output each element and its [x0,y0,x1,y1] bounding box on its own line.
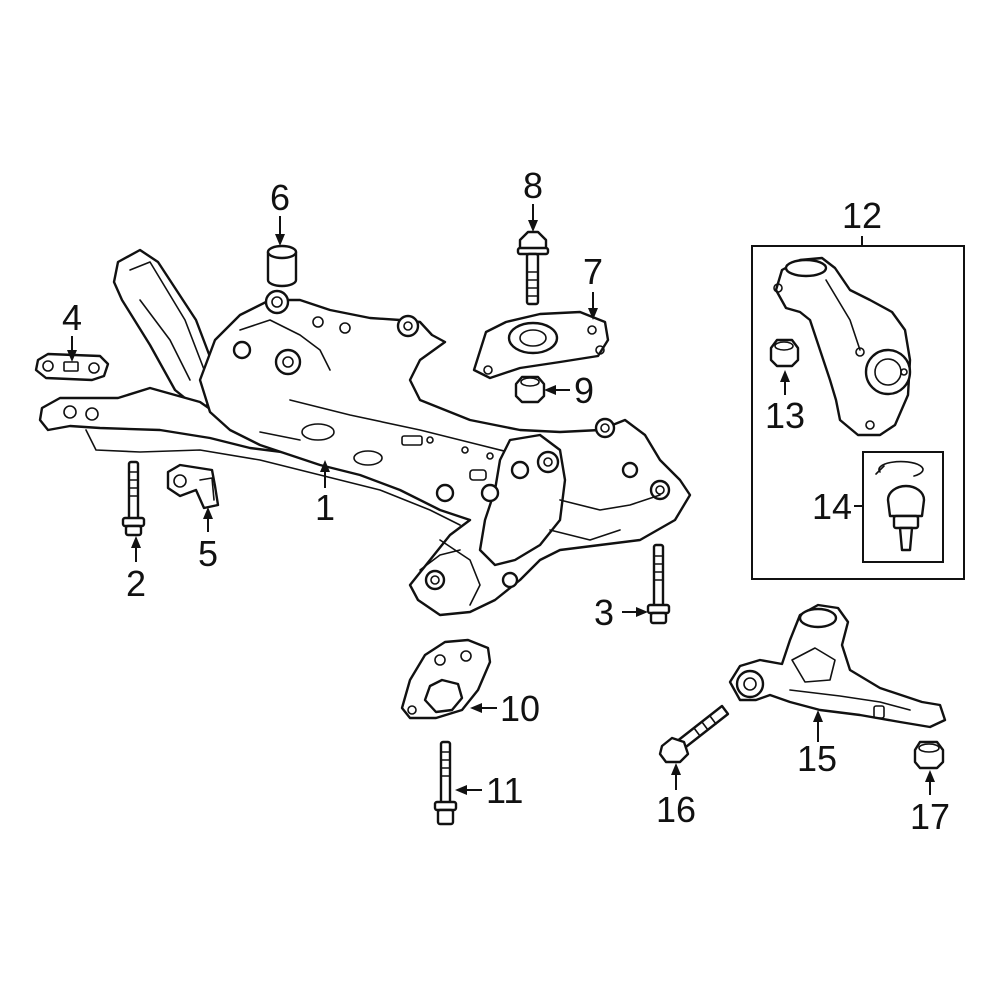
bracket-part-4[interactable] [34,352,110,382]
bolt-part-2[interactable] [121,460,146,537]
callout-3: 3 [594,592,614,633]
callout-12: 12 [842,195,882,236]
callout-15: 15 [797,738,837,779]
callout-1: 1 [315,487,335,528]
callout-8: 8 [523,165,543,206]
nut-part-9[interactable] [514,375,546,404]
clip-part-5[interactable] [166,463,220,510]
crossmember-part-1[interactable] [38,248,692,617]
callout-7: 7 [583,251,603,292]
callout-6: 6 [270,177,290,218]
mount-part-10[interactable] [400,638,492,720]
callout-9: 9 [574,370,594,411]
part-12-group-box [751,245,965,580]
callout-13: 13 [765,395,805,436]
callout-11: 11 [486,770,523,811]
callout-labels: 1 2 3 4 5 6 7 8 9 10 11 12 13 14 15 16 1… [62,165,950,837]
nut-part-13[interactable] [769,338,800,368]
ball-joint-part-14[interactable] [875,460,926,552]
callout-10: 10 [500,688,540,729]
nut-part-17[interactable] [913,740,945,770]
bolt-part-8[interactable] [516,230,550,306]
callout-16: 16 [656,789,696,830]
bushing-part-6[interactable] [266,244,298,288]
callout-4: 4 [62,297,82,338]
leader-lines [67,204,935,795]
mount-bracket-part-7[interactable] [472,310,610,380]
control-arm-part-15[interactable] [728,603,947,729]
steering-knuckle-part-12[interactable] [773,256,912,437]
bolt-part-11[interactable] [433,740,458,826]
callout-5: 5 [198,533,218,574]
bolt-part-16[interactable] [658,704,730,764]
callout-17: 17 [910,796,950,837]
bolt-part-3[interactable] [646,543,671,625]
callout-14: 14 [812,486,852,527]
callout-2: 2 [126,563,146,604]
